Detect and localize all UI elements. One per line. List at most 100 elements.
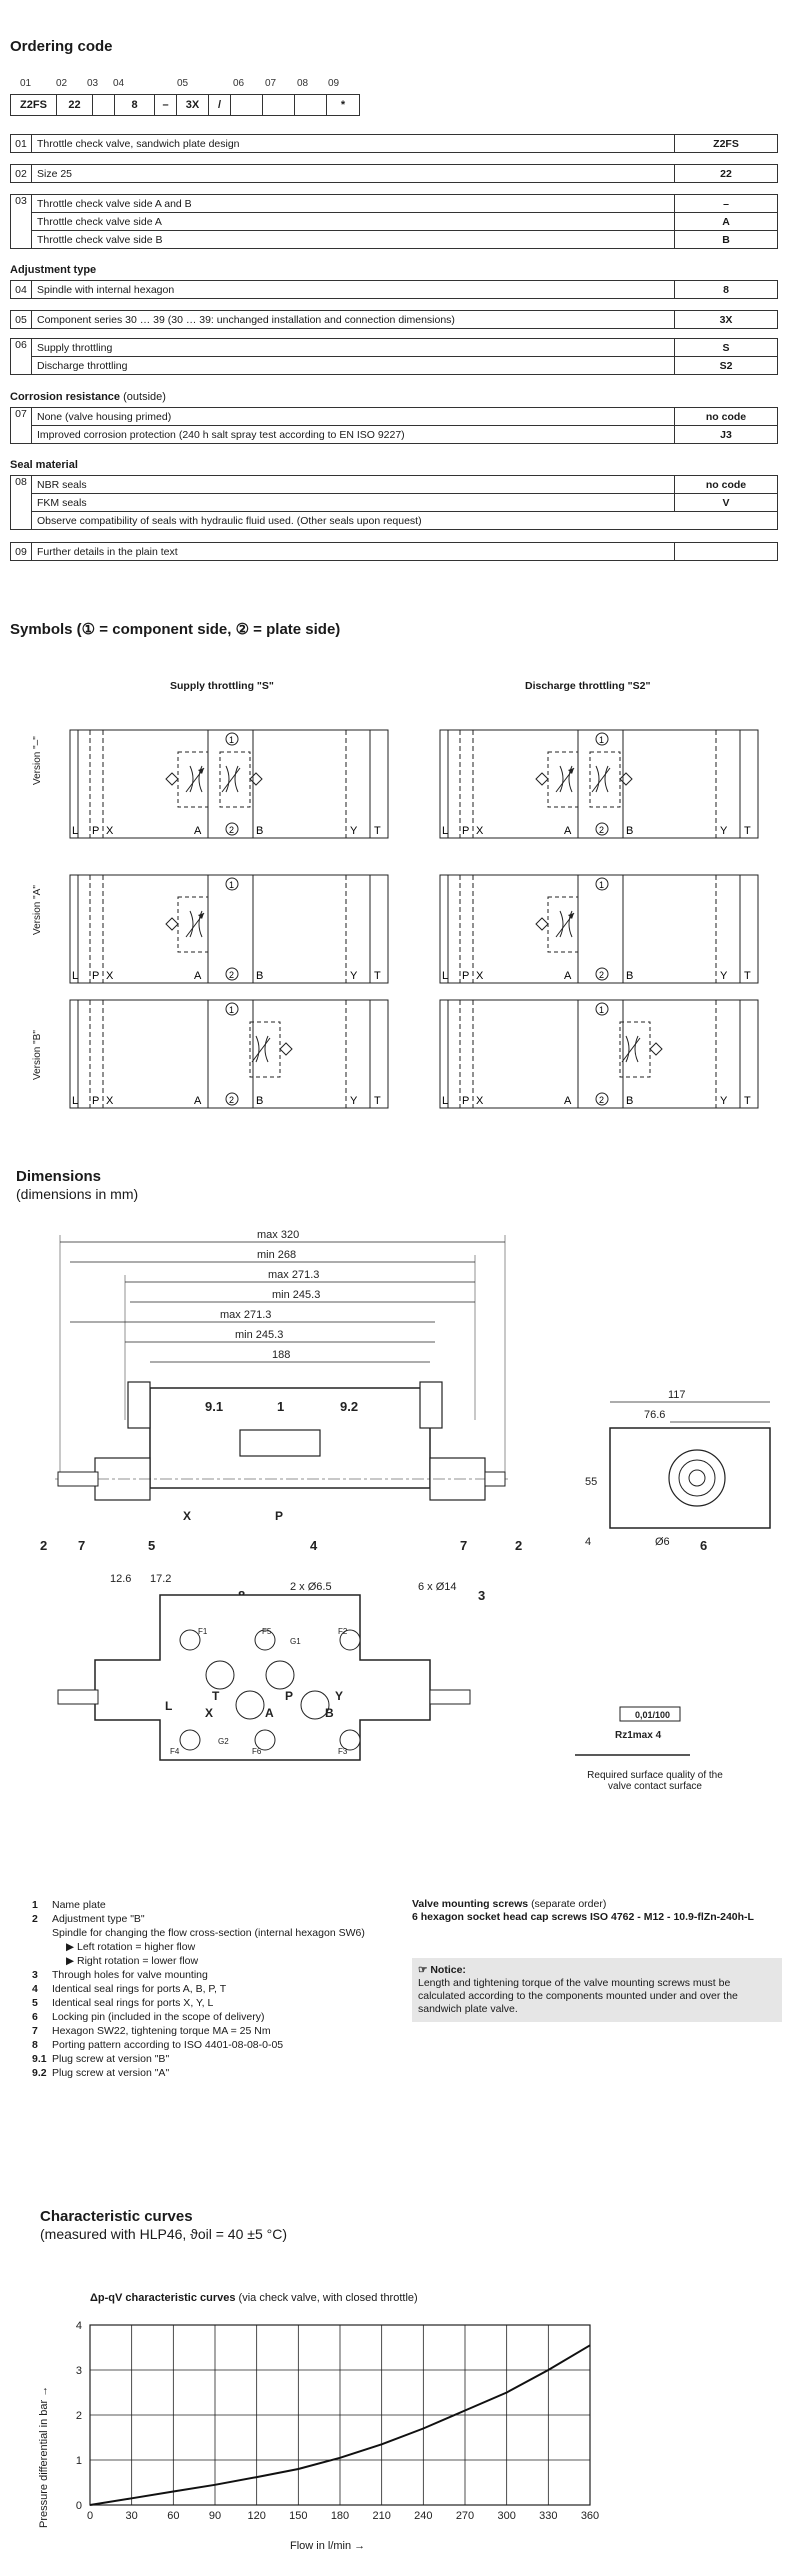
y-tick-label: 3	[76, 2365, 82, 2377]
callout-1: 1	[277, 1399, 284, 1414]
dimensions-subtitle: (dimensions in mm)	[16, 1186, 139, 1202]
dim-4: 4	[585, 1536, 591, 1548]
port-p2-label: P	[285, 1689, 293, 1703]
y-tick-label: 1	[76, 2455, 82, 2467]
dim-min245b: min 245.3	[235, 1329, 283, 1341]
dim-min268: min 268	[257, 1249, 296, 1261]
code-cell: 3X	[177, 95, 209, 115]
dim-max271b: max 271.3	[220, 1309, 271, 1321]
callout-6: 6	[700, 1538, 707, 1553]
x-tick-label: 0	[87, 2510, 93, 2522]
notice-box: ☞ Notice: Length and tightening torque o…	[412, 1958, 782, 2022]
curves-title: Characteristic curves	[40, 2208, 193, 2225]
port-f6-label: F6	[252, 1747, 262, 1756]
x-tick-label: 150	[289, 2510, 307, 2522]
dim-17-2: 17.2	[150, 1573, 171, 1585]
dim-188: 188	[272, 1349, 290, 1361]
x-tick-label: 360	[581, 2510, 599, 2522]
y-tick-label: 2	[76, 2410, 82, 2422]
code-cell: Z2FS	[11, 95, 57, 115]
hydraulic-symbols: L P X A B Y T 2 1	[69, 729, 759, 1109]
code-cell	[231, 95, 263, 115]
adjustment-label: Adjustment type	[10, 264, 97, 276]
dim-2xo6-5: 2 x Ø6.5	[290, 1581, 332, 1593]
curves-subtitle: (measured with HLP46, ϑoil = 40 ±5 °C)	[40, 2226, 287, 2242]
callout-5: 5	[148, 1538, 155, 1553]
x-tick-label: 240	[414, 2510, 432, 2522]
code-cell: *	[340, 99, 346, 111]
supply-throttling-title: Supply throttling "S"	[170, 680, 274, 692]
code-cell: 8	[115, 95, 155, 115]
surface-caption: Required surface quality of the valve co…	[587, 1770, 723, 1792]
pos-09: 09	[328, 78, 340, 89]
x-tick-label: 120	[247, 2510, 265, 2522]
dim-76-6: 76.6	[644, 1409, 665, 1421]
port-b-label: B	[325, 1706, 334, 1720]
port-t-label: T	[212, 1689, 220, 1703]
code-cell: 22	[57, 95, 93, 115]
port-a-label: A	[265, 1706, 274, 1720]
port-x2-label: X	[205, 1706, 213, 1720]
x-tick-label: 300	[497, 2510, 515, 2522]
pos-03: 03	[87, 78, 99, 89]
y-tick-label: 4	[76, 2320, 82, 2332]
pos-01: 01	[20, 78, 32, 89]
port-x-label: X	[183, 1509, 191, 1523]
dim-6xo14: 6 x Ø14	[418, 1581, 457, 1593]
port-g1-label: G1	[290, 1637, 301, 1646]
callout-9-2: 9.2	[340, 1399, 358, 1414]
corrosion-label: Corrosion resistance (outside)	[10, 391, 166, 403]
symbols-title: Symbols (① = component side, ② = plate s…	[10, 621, 341, 638]
flatness-spec: 0,01/100	[635, 1710, 670, 1720]
callout-4: 4	[310, 1538, 318, 1553]
callout-7: 7	[78, 1538, 85, 1553]
x-tick-label: 180	[331, 2510, 349, 2522]
port-l-label: L	[165, 1699, 172, 1713]
dimension-drawing: max 320 min 268 max 271.3 min 245.3 max …	[40, 1229, 771, 1761]
pos-06: 06	[233, 78, 245, 89]
pos-04: 04	[113, 78, 125, 89]
x-tick-label: 330	[539, 2510, 557, 2522]
code-cell	[295, 95, 327, 115]
port-f1-label: F1	[198, 1627, 208, 1636]
legend-item: ▶ Right rotation = lower flow	[66, 1955, 199, 1967]
port-f3-label: F3	[338, 1747, 348, 1756]
y-axis-label: Pressure differential in bar →	[38, 2385, 50, 2528]
port-f5-label: F5	[262, 1627, 272, 1636]
code-cell	[93, 95, 115, 115]
y-tick-label: 0	[76, 2500, 82, 2512]
dim-min245: min 245.3	[272, 1289, 320, 1301]
ordering-code-cells: Z2FS 22 8 – 3X / *	[10, 94, 360, 116]
pos-08: 08	[297, 78, 309, 89]
dimensions-title: Dimensions	[16, 1168, 102, 1185]
seal-label: Seal material	[10, 459, 78, 471]
pos-02: 02	[56, 78, 68, 89]
dim-max271: max 271.3	[268, 1269, 319, 1281]
chart-heading: Δp-qV characteristic curves (via check v…	[90, 2292, 418, 2304]
callout-9-1: 9.1	[205, 1399, 223, 1414]
pos-05: 05	[177, 78, 189, 89]
